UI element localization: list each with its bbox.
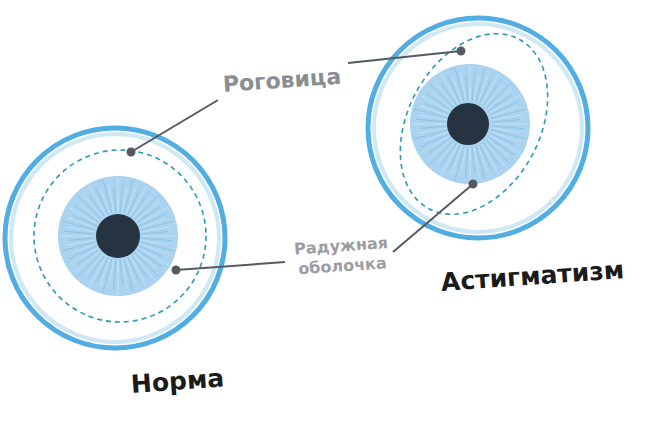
- iris-fibre: [490, 95, 520, 113]
- iris-fibre: [136, 251, 156, 268]
- leader-dot: [458, 48, 465, 55]
- iris-fibre: [80, 204, 100, 221]
- iris-fibre: [441, 83, 457, 105]
- iris-fibre: [493, 128, 520, 133]
- astigmatism-eye: [368, 8, 588, 239]
- iris-fibre: [420, 126, 447, 128]
- iris-fibre: [493, 115, 524, 120]
- iris-fibre: [122, 260, 127, 290]
- iris-fibre: [118, 178, 119, 212]
- iris-fibre: [470, 147, 471, 182]
- iris-fibre: [455, 146, 464, 180]
- cornea-dashed: [34, 150, 206, 322]
- iris-fibre: [483, 143, 499, 165]
- iris-fibre: [489, 95, 511, 111]
- iris-fibre: [416, 119, 447, 122]
- cornea-dashed: [371, 8, 578, 239]
- normal-caption: Норма: [130, 363, 225, 398]
- iris-fibre: [412, 124, 447, 125]
- iris-fibre: [64, 231, 94, 234]
- leader-line: [348, 51, 461, 63]
- iris-fibre: [118, 260, 119, 294]
- leader-line: [393, 184, 473, 252]
- iris-fibre: [142, 227, 172, 232]
- eye-inner-ring: [374, 24, 582, 232]
- iris-fibre: [472, 147, 474, 174]
- iris-fibre: [103, 180, 112, 213]
- iris-fibre: [492, 130, 526, 139]
- iris-fibre: [142, 240, 168, 245]
- iris-fibre: [417, 128, 448, 133]
- iris-fibre: [68, 248, 97, 265]
- iris-fibre: [421, 115, 448, 120]
- iris-fibre: [62, 242, 95, 251]
- iris-fibre: [68, 238, 94, 240]
- iris-fibre: [429, 137, 451, 153]
- iris-fibre: [124, 259, 133, 292]
- iris-fibre: [122, 187, 127, 213]
- iris-fibre: [60, 236, 94, 237]
- iris-fibre: [69, 227, 95, 232]
- normal-eye: [5, 128, 225, 348]
- iris-fibre: [461, 71, 466, 102]
- eye-inner-ring: [11, 134, 219, 342]
- eye-outline: [5, 128, 225, 348]
- iris-label: Радужная оболочка: [288, 233, 396, 280]
- iris-fibre: [414, 109, 448, 118]
- iris-fibre: [120, 182, 123, 212]
- iris-fibre: [113, 260, 116, 290]
- iris-fibre: [472, 70, 475, 101]
- iris-fibre: [493, 124, 528, 125]
- iris-fibre: [86, 254, 103, 274]
- cornea-label: Роговица: [222, 64, 342, 97]
- iris-fibre: [141, 221, 174, 230]
- iris-fibre: [109, 183, 114, 213]
- leader-dot: [173, 267, 180, 274]
- iris-fibre: [441, 74, 459, 104]
- iris-fibre: [142, 236, 176, 237]
- iris-fibre: [476, 68, 485, 102]
- iris-fibres: [60, 178, 176, 294]
- iris-fibre: [120, 260, 122, 286]
- iris-fibre: [420, 136, 450, 154]
- iris-fibre: [465, 147, 468, 178]
- iris-fibre: [466, 74, 468, 101]
- iris-fibre: [132, 256, 147, 277]
- pupil: [447, 103, 489, 145]
- eye-outline: [368, 18, 588, 238]
- iris-fibre: [77, 250, 98, 265]
- pupil: [96, 214, 140, 258]
- iris-fibre: [133, 254, 152, 277]
- iris-fibre: [109, 260, 114, 286]
- iris-fibre: [83, 195, 102, 218]
- iris: [410, 64, 530, 184]
- iris-fibre: [138, 207, 159, 222]
- iris-fibre: [89, 186, 106, 215]
- leader-dot: [128, 149, 135, 156]
- iris-fibre: [474, 147, 479, 178]
- iris-fibre: [114, 186, 116, 212]
- iris-fibre: [142, 238, 172, 241]
- iris-fibre: [136, 201, 159, 220]
- iris-fibre: [482, 144, 500, 174]
- iris: [58, 176, 178, 296]
- iris-fibre: [77, 251, 100, 270]
- iris-fibre: [89, 195, 104, 216]
- astigmatism-caption: Астигматизм: [440, 255, 625, 297]
- iris-fibre: [474, 75, 479, 102]
- leader-dot: [470, 181, 477, 188]
- leader-line: [131, 100, 218, 152]
- iris-fibre: [493, 126, 524, 129]
- iris-fibre: [130, 257, 147, 286]
- iris-fibres: [412, 66, 528, 182]
- iris-fibre: [65, 240, 95, 245]
- iris-fibre: [133, 198, 150, 218]
- iris-fibre: [493, 120, 520, 122]
- leader-line: [176, 262, 285, 270]
- iris-fibre: [461, 147, 466, 174]
- iris-fibre: [142, 232, 168, 234]
- iris-fibre: [139, 207, 168, 224]
- iris-fibre: [470, 66, 471, 101]
